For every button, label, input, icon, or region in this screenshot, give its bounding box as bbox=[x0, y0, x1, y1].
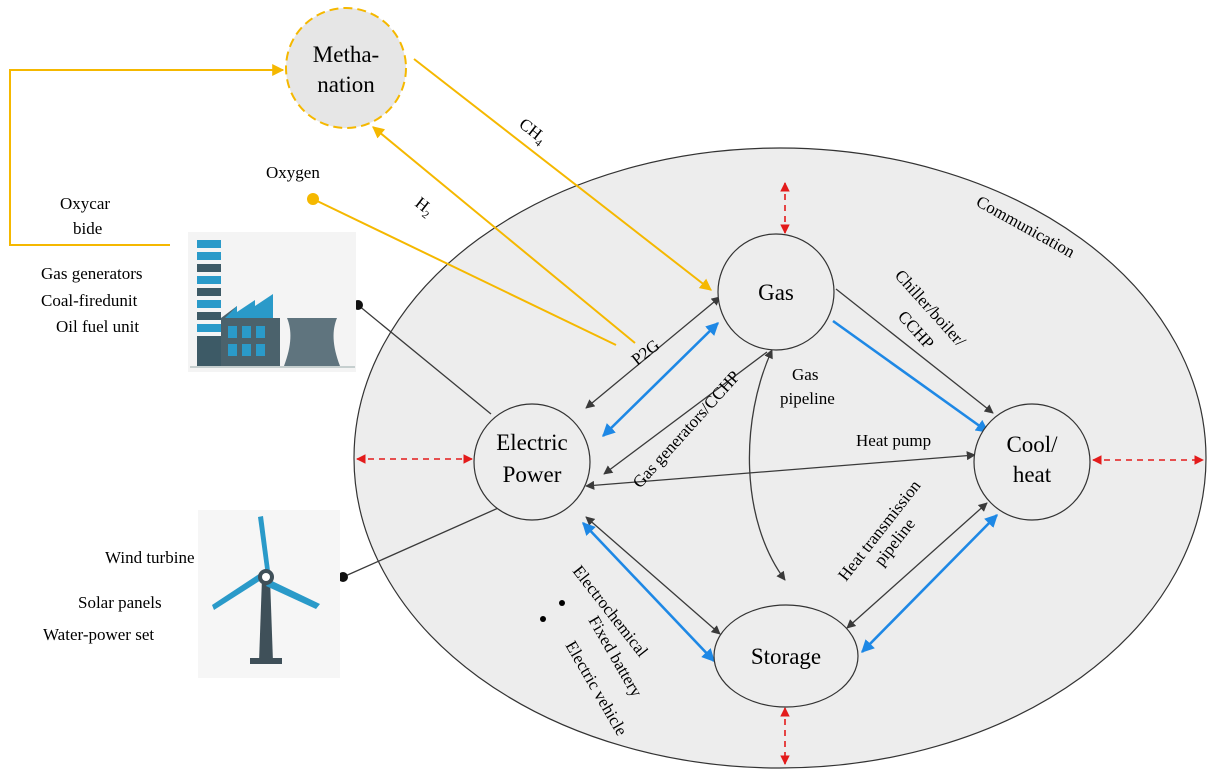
blue-electric-storage bbox=[582, 522, 715, 662]
renewables-label-1: Wind turbine bbox=[105, 548, 195, 567]
cool-heat-node bbox=[973, 403, 1091, 521]
renewables-connector bbox=[342, 504, 506, 578]
renewables-label-3: Water-power set bbox=[43, 625, 154, 644]
ch4-label: CH4 bbox=[514, 114, 551, 150]
methanation-node bbox=[285, 7, 407, 129]
gas-label: Gas bbox=[758, 280, 794, 305]
chiller-arrow bbox=[835, 288, 994, 414]
electric-power-node bbox=[473, 403, 591, 521]
blue-coolheat-storage bbox=[861, 514, 998, 653]
electric-power-label-1: Electric bbox=[496, 430, 568, 455]
h2-label: H2 bbox=[410, 193, 438, 221]
wind-turbine-icon bbox=[198, 510, 340, 678]
storage-node bbox=[713, 604, 859, 708]
blue-gas-coolheat bbox=[832, 319, 990, 434]
oxycarbide-label-1: Oxycar bbox=[60, 194, 110, 213]
heat-pump-label: Heat pump bbox=[856, 431, 931, 450]
storage-label: Storage bbox=[751, 644, 821, 669]
plants-label-1: Gas generators bbox=[41, 264, 143, 283]
oxygen-flow bbox=[312, 198, 617, 346]
cool-heat-label-1: Cool/ bbox=[1006, 432, 1058, 457]
gas-pipeline-label-2: pipeline bbox=[780, 389, 835, 408]
ch4-flow bbox=[413, 58, 712, 291]
renewables-connector-dot bbox=[338, 572, 348, 582]
power-plant-icon bbox=[188, 232, 356, 372]
methanation-label-1: Metha- bbox=[313, 42, 379, 67]
communication-links bbox=[356, 182, 1204, 765]
blue-gas-electric bbox=[602, 322, 719, 437]
renewables-label-2: Solar panels bbox=[78, 593, 162, 612]
electric-power-label-2: Power bbox=[503, 462, 562, 487]
plants-label-3: Oil fuel unit bbox=[56, 317, 139, 336]
blue-flows bbox=[582, 319, 998, 662]
oxygen-label: Oxygen bbox=[266, 163, 320, 182]
oxygen-dot bbox=[307, 193, 319, 205]
gas-pipeline-label-1: Gas bbox=[792, 365, 818, 384]
oxycarbide-label-2: bide bbox=[73, 219, 102, 238]
oxycarbide-flow bbox=[9, 64, 285, 246]
cool-heat-label-2: heat bbox=[1013, 462, 1052, 487]
bullet-dot-2 bbox=[540, 616, 546, 622]
methanation-label-2: nation bbox=[317, 72, 375, 97]
chemical-flows bbox=[9, 58, 712, 346]
bullet-dot-1 bbox=[559, 600, 565, 606]
gas-node bbox=[717, 233, 835, 351]
plants-label-2: Coal-firedunit bbox=[41, 291, 138, 310]
plants-connector bbox=[357, 304, 492, 415]
dark-flows bbox=[342, 288, 994, 635]
heat-pump-arrow bbox=[585, 451, 976, 490]
